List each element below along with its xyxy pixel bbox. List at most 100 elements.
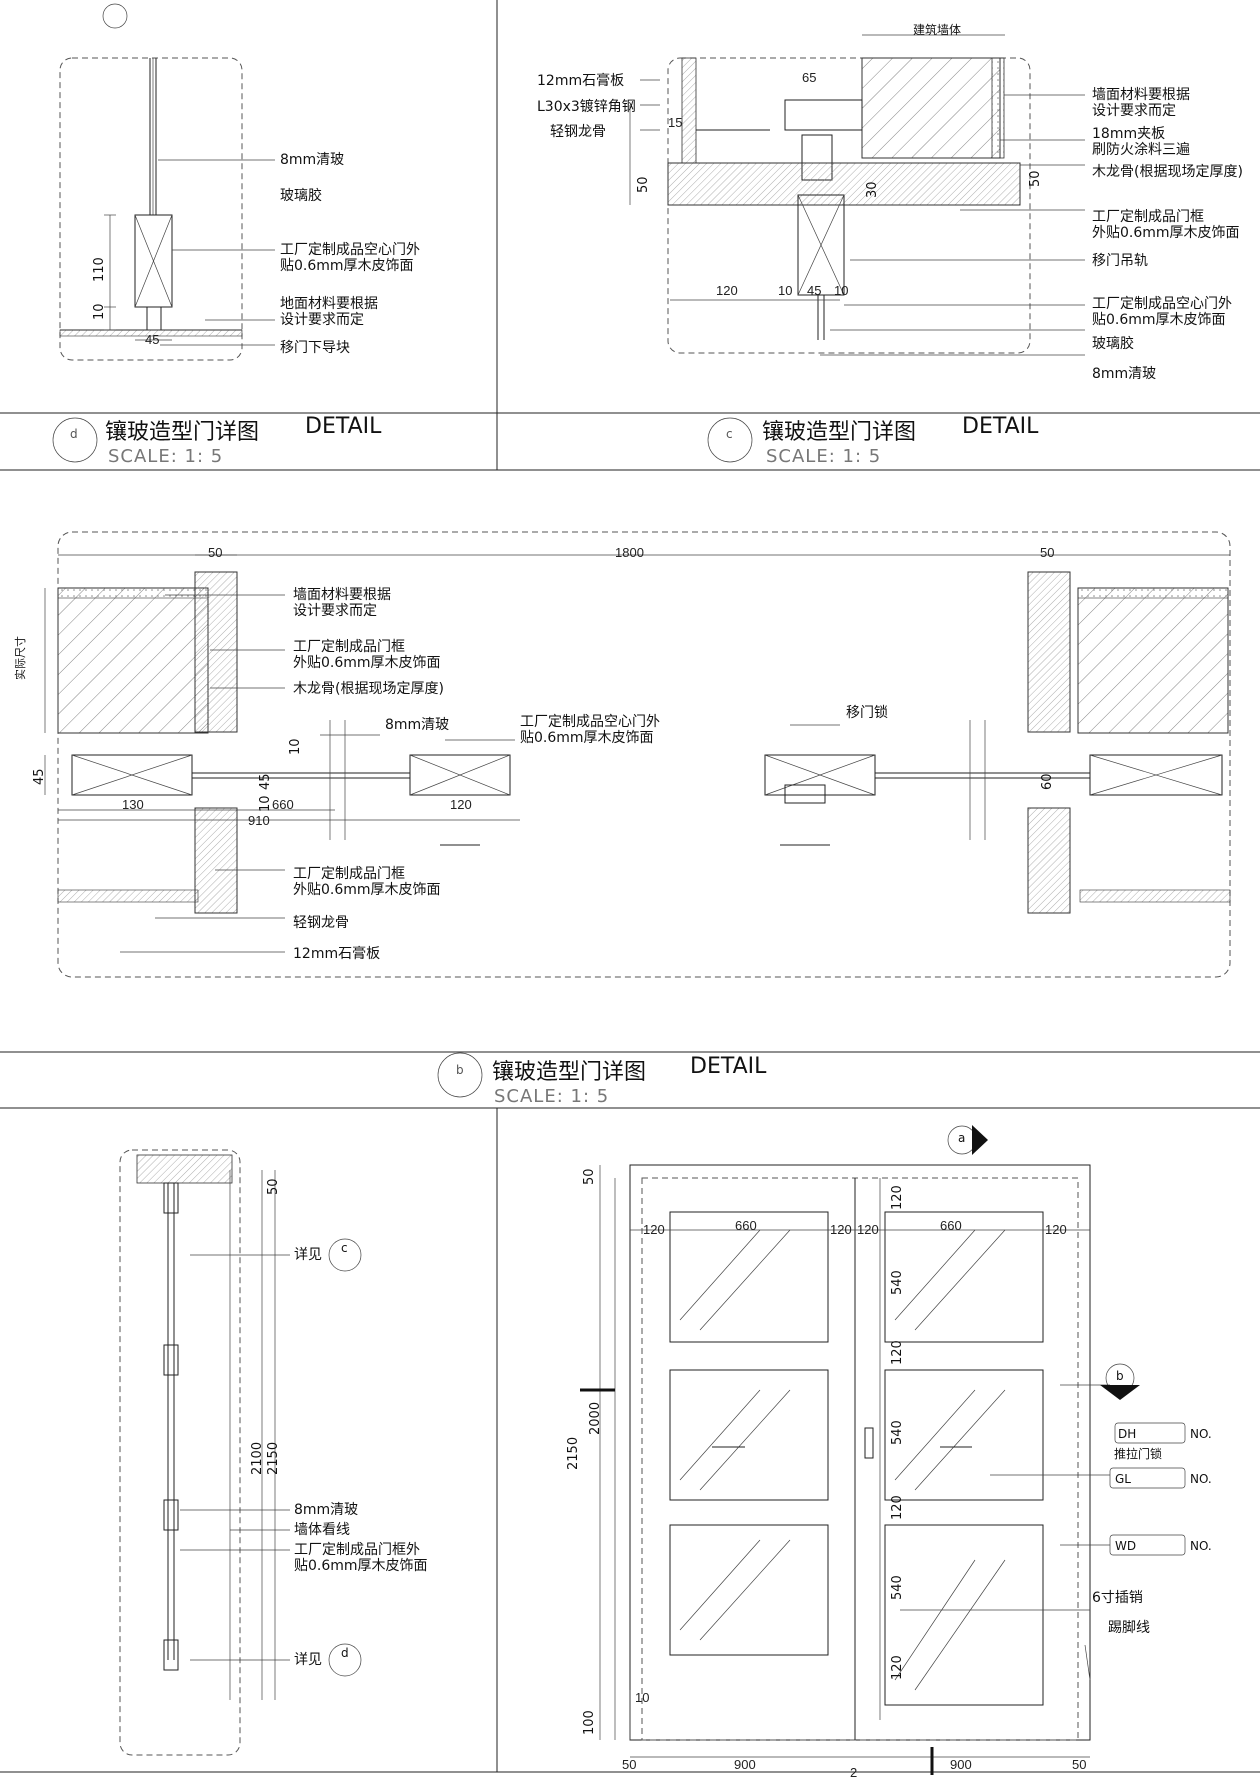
title-c: 镶玻造型门详图 — [762, 420, 917, 445]
label-d-door-1: 工厂定制成品空心门外 — [280, 242, 420, 258]
dim-el-r-120d: 120 — [890, 1655, 905, 1680]
label-c-frame-1: 工厂定制成品门框 — [1092, 209, 1204, 225]
label-sec-see-1: 详见 — [294, 1247, 322, 1263]
dim-b-10a: 10 — [288, 738, 303, 755]
dim-el-top-120c: 120 — [857, 1222, 879, 1237]
label-c-door-1: 工厂定制成品空心门外 — [1092, 296, 1232, 312]
label-c-plywood-1: 18mm夹板 — [1092, 126, 1166, 142]
dim-el-l-2000: 2000 — [588, 1401, 603, 1435]
dim-b-910: 910 — [248, 813, 270, 828]
label-b-keel: 木龙骨(根据现场定厚度) — [293, 681, 444, 697]
label-sec-wall: 墙体看线 — [294, 1522, 350, 1538]
label-sec-frame-2: 贴0.6mm厚木皮饰面 — [294, 1558, 428, 1574]
label-c-door-2: 贴0.6mm厚木皮饰面 — [1092, 312, 1226, 328]
dim-sec-2100: 2100 — [250, 1441, 265, 1475]
label-el-bolt: 6寸插销 — [1092, 1590, 1143, 1606]
header-c-wall: 建筑墙体 — [913, 23, 962, 37]
dim-b-60: 60 — [1040, 773, 1055, 790]
tag-gl-no: NO. — [1190, 1472, 1212, 1486]
dim-el-l-100: 100 — [582, 1710, 597, 1735]
label-sec-frame-1: 工厂定制成品门框外 — [294, 1542, 420, 1558]
dim-el-r-120a: 120 — [890, 1185, 905, 1210]
dim-d-45: 45 — [145, 332, 160, 347]
dim-el-r-120c: 120 — [890, 1495, 905, 1520]
scale-b: SCALE: 1: 5 — [494, 1086, 610, 1107]
label-c-wall-2: 设计要求而定 — [1092, 103, 1176, 119]
label-b-lock: 移门锁 — [846, 705, 888, 721]
dim-sec-50: 50 — [266, 1178, 281, 1195]
label-b-frame-4: 外贴0.6mm厚木皮饰面 — [293, 882, 441, 898]
detail-d-drawing — [59, 3, 275, 361]
side-label-b: 实际尺寸 — [14, 636, 27, 680]
label-b-door-2: 贴0.6mm厚木皮饰面 — [520, 730, 654, 746]
marker-c: c — [726, 427, 733, 441]
ref-sec-c: c — [341, 1241, 348, 1255]
label-b-frame-3: 工厂定制成品门框 — [293, 866, 405, 882]
label-sec-glass: 8mm清玻 — [294, 1502, 359, 1518]
dim-el-b-50a: 50 — [622, 1757, 637, 1772]
label-c-frame-2: 外贴0.6mm厚木皮饰面 — [1092, 225, 1240, 241]
label-d-floor-2: 设计要求而定 — [280, 312, 364, 328]
label-d-floor-1: 地面材料要根据 — [280, 296, 378, 312]
label-b-wall-2: 设计要求而定 — [293, 603, 377, 619]
scale-c: SCALE: 1: 5 — [766, 446, 882, 467]
dim-b-1800: 1800 — [615, 545, 644, 560]
title-b: 镶玻造型门详图 — [492, 1060, 647, 1085]
label-sec-see-2: 详见 — [294, 1652, 322, 1668]
label-b-gypsum: 12mm石膏板 — [293, 946, 381, 962]
dim-el-r-540c: 540 — [890, 1575, 905, 1600]
dim-c-65: 65 — [802, 70, 817, 85]
dim-el-top-120d: 120 — [1045, 1222, 1067, 1237]
tag-dh-code: DH — [1118, 1427, 1137, 1441]
dim-b-45: 45 — [32, 768, 47, 785]
marker-d: d — [70, 427, 78, 441]
dim-el-r-120b: 120 — [890, 1340, 905, 1365]
label-d-glue: 玻璃胶 — [280, 188, 322, 204]
dim-c-120: 120 — [716, 283, 738, 298]
tag-gl-code: GL — [1115, 1472, 1131, 1486]
label-b-frame-1: 工厂定制成品门框 — [293, 639, 405, 655]
dim-b-50-left: 50 — [208, 545, 223, 560]
label-c-glass: 8mm清玻 — [1092, 366, 1157, 382]
dim-el-top-660b: 660 — [940, 1218, 962, 1233]
marker-elev-b: b — [1116, 1369, 1124, 1383]
label-d-door-2: 贴0.6mm厚木皮饰面 — [280, 258, 414, 274]
dim-b-10b: 10 — [258, 795, 273, 812]
dim-el-l-2150: 2150 — [566, 1436, 581, 1470]
elevation-drawing — [580, 1125, 1186, 1775]
dim-el-b-50b: 50 — [1072, 1757, 1087, 1772]
label-c-keel: 轻钢龙骨 — [550, 124, 606, 140]
dim-el-r-540a: 540 — [890, 1270, 905, 1295]
dim-b-120: 120 — [450, 797, 472, 812]
label-c-keel-wood: 木龙骨(根据现场定厚度) — [1092, 164, 1243, 180]
scale-d: SCALE: 1: 5 — [108, 446, 224, 467]
dim-c-15: 15 — [668, 115, 683, 130]
tag-dh-desc: 推拉门锁 — [1114, 1447, 1163, 1461]
dim-el-l-50: 50 — [582, 1168, 597, 1185]
title-b-en: DETAIL — [690, 1054, 767, 1079]
dim-d-10: 10 — [92, 303, 107, 320]
dim-c-45: 45 — [807, 283, 822, 298]
title-d-en: DETAIL — [305, 414, 382, 439]
label-d-guide: 移门下导块 — [280, 340, 350, 356]
tag-wd-code: WD — [1115, 1539, 1137, 1553]
dim-el-top-120b: 120 — [830, 1222, 852, 1237]
label-b-door-1: 工厂定制成品空心门外 — [520, 714, 660, 730]
title-d: 镶玻造型门详图 — [105, 420, 260, 445]
dim-c-50-left: 50 — [636, 176, 651, 193]
dim-el-top-120a: 120 — [643, 1222, 665, 1237]
dim-c-10b: 10 — [834, 283, 849, 298]
marker-elev-a: a — [958, 1131, 966, 1145]
detail-b-drawing — [44, 417, 1231, 1098]
dim-b-130: 130 — [122, 797, 144, 812]
dim-el-b-900b: 900 — [950, 1757, 972, 1772]
label-c-angle: L30x3镀锌角钢 — [537, 99, 636, 115]
dim-d-110: 110 — [92, 257, 107, 282]
marker-b: b — [456, 1063, 464, 1077]
label-el-skirting: 踢脚线 — [1108, 1620, 1150, 1636]
dim-b-660: 660 — [272, 797, 294, 812]
dim-b-45b: 45 — [258, 773, 273, 790]
tag-wd-no: NO. — [1190, 1539, 1212, 1553]
dim-el-b-2: 2 — [850, 1765, 858, 1780]
